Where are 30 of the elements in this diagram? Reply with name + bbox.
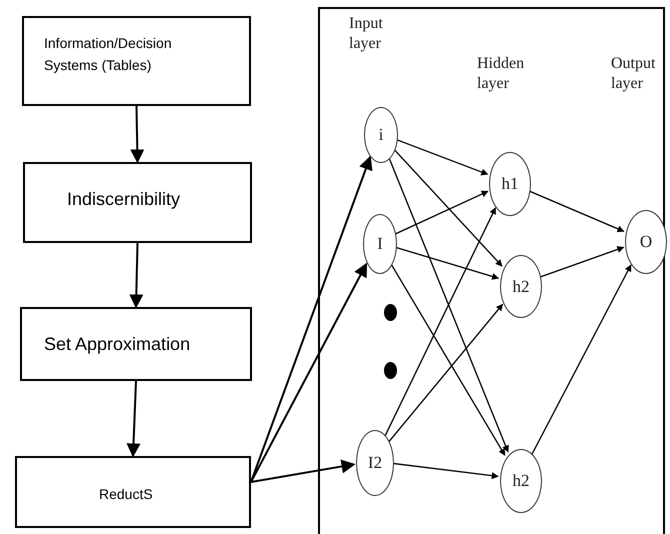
neuron-circle: O — [625, 210, 667, 274]
arrow — [394, 246, 500, 280]
arrow — [129, 242, 144, 308]
network-panel — [318, 7, 665, 534]
arrow — [392, 148, 502, 267]
neuron-circle: h1 — [489, 152, 531, 216]
neuron-circle: h2 — [500, 449, 542, 513]
box-label: Indiscernibility — [67, 188, 182, 211]
arrow — [532, 264, 632, 454]
process-box — [15, 456, 251, 528]
box-label: Set Approximation — [44, 333, 192, 356]
arrow — [250, 262, 368, 482]
arrow — [130, 106, 144, 164]
arrow — [392, 462, 499, 480]
process-box — [23, 162, 252, 243]
layer-label: Hidden layer — [477, 54, 526, 94]
layer-label: Output layer — [611, 54, 656, 94]
arrow — [384, 207, 496, 436]
neuron-circle: I — [363, 214, 397, 274]
neuron-circle: i — [364, 107, 398, 163]
process-box — [22, 16, 251, 106]
process-box — [20, 307, 252, 381]
arrow — [250, 460, 356, 483]
neuron-circle: h2 — [500, 255, 542, 318]
arrow — [126, 380, 140, 458]
box-label: ReductS — [99, 485, 154, 504]
neuron-circle: I2 — [356, 430, 394, 496]
arrow — [388, 304, 504, 443]
layer-label: Input layer — [349, 14, 384, 54]
box-label: Information/Decision Systems (Tables) — [44, 34, 173, 75]
